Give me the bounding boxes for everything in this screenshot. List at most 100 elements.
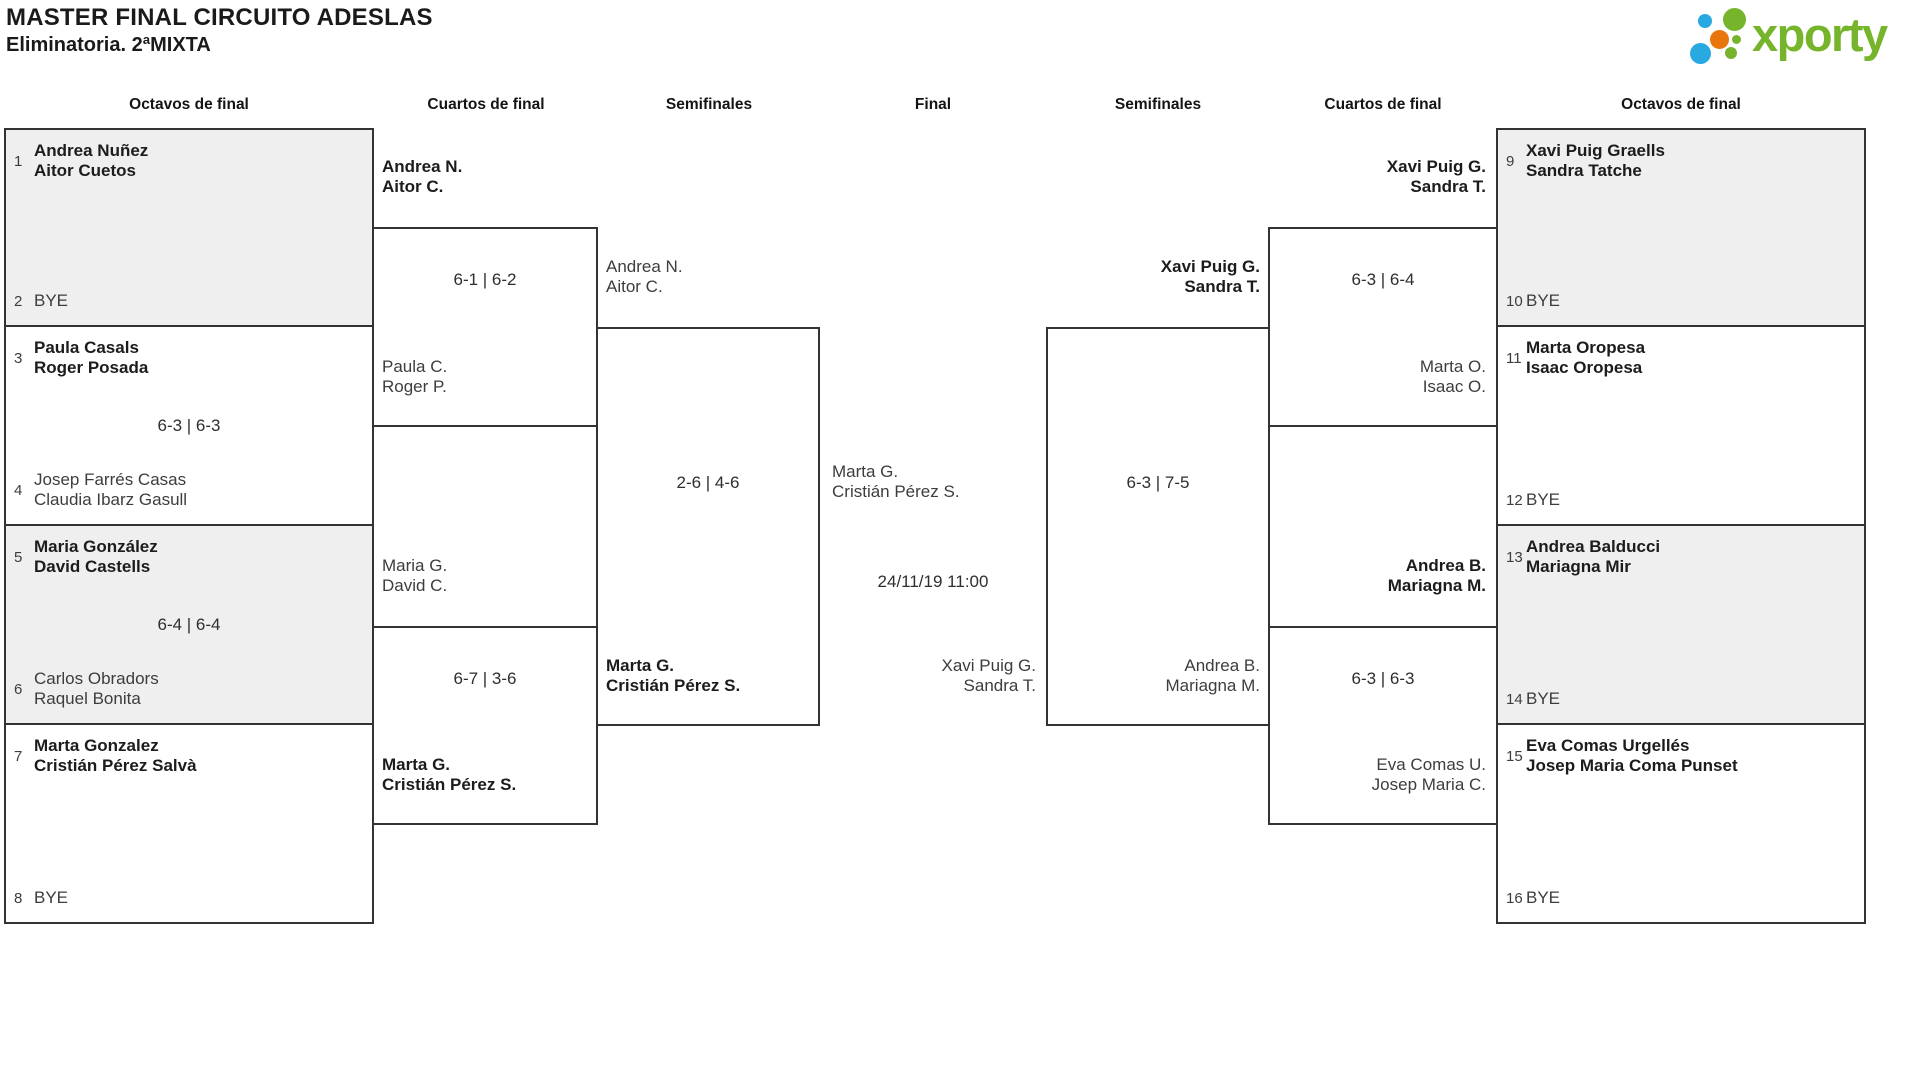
sf-left-top-team: Andrea N.Aitor C. [606,257,683,296]
team-names: Xavi Puig Graells Sandra Tatche [1526,141,1665,180]
match-score: 6-3 | 6-3 [157,415,221,435]
logo-dot-blue-small [1698,14,1712,28]
qf-left2-score: 6-7 | 3-6 [453,669,517,688]
team-slot-seed-14: 14 BYE [1506,689,1858,709]
round-header-octavos-left: Octavos de final [129,96,249,113]
team-slot-seed-3: 3 Paula Casals Roger Posada [14,338,366,378]
seed-number: 1 [14,152,23,170]
match-box-octavos-15-16: 15 Eva Comas Urgellés Josep Maria Coma P… [1496,725,1866,924]
sf-right-score: 6-3 | 7-5 [1126,473,1190,492]
team-names: Maria González David Castells [34,537,158,576]
match-box-octavos-13-14: 13 Andrea Balducci Mariagna Mir 14 BYE [1496,526,1866,725]
round-header-cuartos-left: Cuartos de final [427,96,545,113]
team-slot-seed-5: 5 Maria González David Castells [14,537,366,577]
logo-text: xporty [1752,8,1888,61]
final-top-team: Marta G.Cristián Pérez S. [832,462,960,501]
qf-left1-bottom-team: Paula C.Roger P. [382,357,448,396]
round-header-semis-left: Semifinales [665,96,753,113]
match-box-octavos-9-10: 9 Xavi Puig Graells Sandra Tatche 10 BYE [1496,128,1866,327]
round-header-octavos-right: Octavos de final [1621,96,1741,113]
match-box-cuartos-right-1 [1268,227,1498,427]
title-block: MASTER FINAL CIRCUITO ADESLAS Eliminator… [6,3,433,58]
team-names: BYE [34,888,69,907]
seed-number: 11 [1506,349,1522,367]
seed-number: 10 [1506,292,1523,310]
team-slot-seed-11: 11 Marta Oropesa Isaac Oropesa [1506,338,1858,378]
seed-number: 15 [1506,747,1523,765]
tournament-subtitle: Eliminatoria. 2ªMIXTA [6,34,211,56]
qf-right1-bottom-team: Marta O.Isaac O. [1419,357,1486,396]
team-slot-seed-13: 13 Andrea Balducci Mariagna Mir [1506,537,1858,577]
match-box-octavos-7-8: 7 Marta Gonzalez Cristián Pérez Salvà 8 … [4,725,374,924]
match-box-cuartos-right-2 [1268,626,1498,825]
qf-right1-top-team: Xavi Puig G.Sandra T. [1386,157,1486,196]
team-names: Josep Farrés Casas Claudia Ibarz Gasull [34,470,188,509]
qf-left1-top-team: Andrea N.Aitor C. [382,157,463,196]
logo-dot-orange [1710,30,1729,49]
qf-right2-top-team: Andrea B.Mariagna M. [1387,556,1486,595]
seed-number: 8 [14,889,23,907]
round-header-cuartos-right: Cuartos de final [1324,96,1442,113]
team-names: Marta Oropesa Isaac Oropesa [1526,338,1646,377]
final-datetime: 24/11/19 11:00 [877,572,989,591]
team-names: Carlos Obradors Raquel Bonita [34,669,159,708]
logo-dot-green-small [1725,47,1737,59]
team-slot-seed-6: 6 Carlos Obradors Raquel Bonita [14,669,366,709]
team-names: Eva Comas Urgellés Josep Maria Coma Puns… [1526,736,1738,775]
match-score: 6-4 | 6-4 [157,614,221,634]
seed-number: 14 [1506,690,1523,708]
team-slot-seed-4: 4 Josep Farrés Casas Claudia Ibarz Gasul… [14,470,366,510]
team-slot-seed-12: 12 BYE [1506,490,1858,510]
qf-right1-score: 6-3 | 6-4 [1351,270,1415,289]
seed-number: 6 [14,680,23,698]
team-slot-seed-2: 2 BYE [14,291,366,311]
logo-dot-green-large [1723,8,1746,31]
seed-number: 2 [14,292,23,310]
match-box-cuartos-left-1 [372,227,598,427]
sf-left-bottom-team: Marta G.Cristián Pérez S. [606,656,741,695]
team-names: BYE [1526,888,1561,907]
team-slot-seed-10: 10 BYE [1506,291,1858,311]
logo-dot-green-tiny [1732,35,1741,44]
seed-number: 13 [1506,548,1523,566]
qf-right2-score: 6-3 | 6-3 [1351,669,1415,688]
sf-right-bottom-team: Andrea B.Mariagna M. [1165,656,1260,695]
match-box-semifinal-left [596,327,820,726]
qf-left1-score: 6-1 | 6-2 [453,270,517,289]
team-names: Andrea Nuñez Aitor Cuetos [34,141,149,180]
seed-number: 3 [14,349,23,367]
final-bottom-team: Xavi Puig G.Sandra T. [941,656,1037,695]
team-names: BYE [1526,291,1561,310]
team-slot-seed-1: 1 Andrea Nuñez Aitor Cuetos [14,141,366,181]
team-names: BYE [1526,689,1561,708]
team-names: Marta Gonzalez Cristián Pérez Salvà [34,736,197,775]
round-header-semis-right: Semifinales [1114,96,1202,113]
sf-right-top-team: Xavi Puig G.Sandra T. [1160,257,1260,296]
seed-number: 5 [14,548,23,566]
team-slot-seed-8: 8 BYE [14,888,366,908]
qf-left2-top-team: Maria G.David C. [382,556,448,595]
seed-number: 12 [1506,491,1523,509]
team-names: Andrea Balducci Mariagna Mir [1526,537,1661,576]
match-box-semifinal-right [1046,327,1270,726]
seed-number: 4 [14,481,23,499]
xporty-logo: xporty [1690,0,1918,78]
logo-dot-blue-large [1690,43,1711,64]
team-slot-seed-9: 9 Xavi Puig Graells Sandra Tatche [1506,141,1858,181]
match-box-octavos-5-6: 5 Maria González David Castells 6-4 | 6-… [4,526,374,725]
match-box-octavos-1-2: 1 Andrea Nuñez Aitor Cuetos 2 BYE [4,128,374,327]
match-box-cuartos-left-2 [372,626,598,825]
match-box-octavos-11-12: 11 Marta Oropesa Isaac Oropesa 12 BYE [1496,327,1866,526]
qf-right2-bottom-team: Eva Comas U.Josep Maria C. [1371,755,1486,794]
sf-left-score: 2-6 | 4-6 [676,473,740,492]
round-header-final: Final [914,96,952,113]
match-box-octavos-3-4: 3 Paula Casals Roger Posada 6-3 | 6-3 4 … [4,327,374,526]
team-slot-seed-7: 7 Marta Gonzalez Cristián Pérez Salvà [14,736,366,776]
team-names: BYE [1526,490,1561,509]
tournament-title: MASTER FINAL CIRCUITO ADESLAS [6,4,433,31]
team-slot-seed-16: 16 BYE [1506,888,1858,908]
team-names: Paula Casals Roger Posada [34,338,149,377]
seed-number: 7 [14,747,23,765]
team-names: BYE [34,291,69,310]
